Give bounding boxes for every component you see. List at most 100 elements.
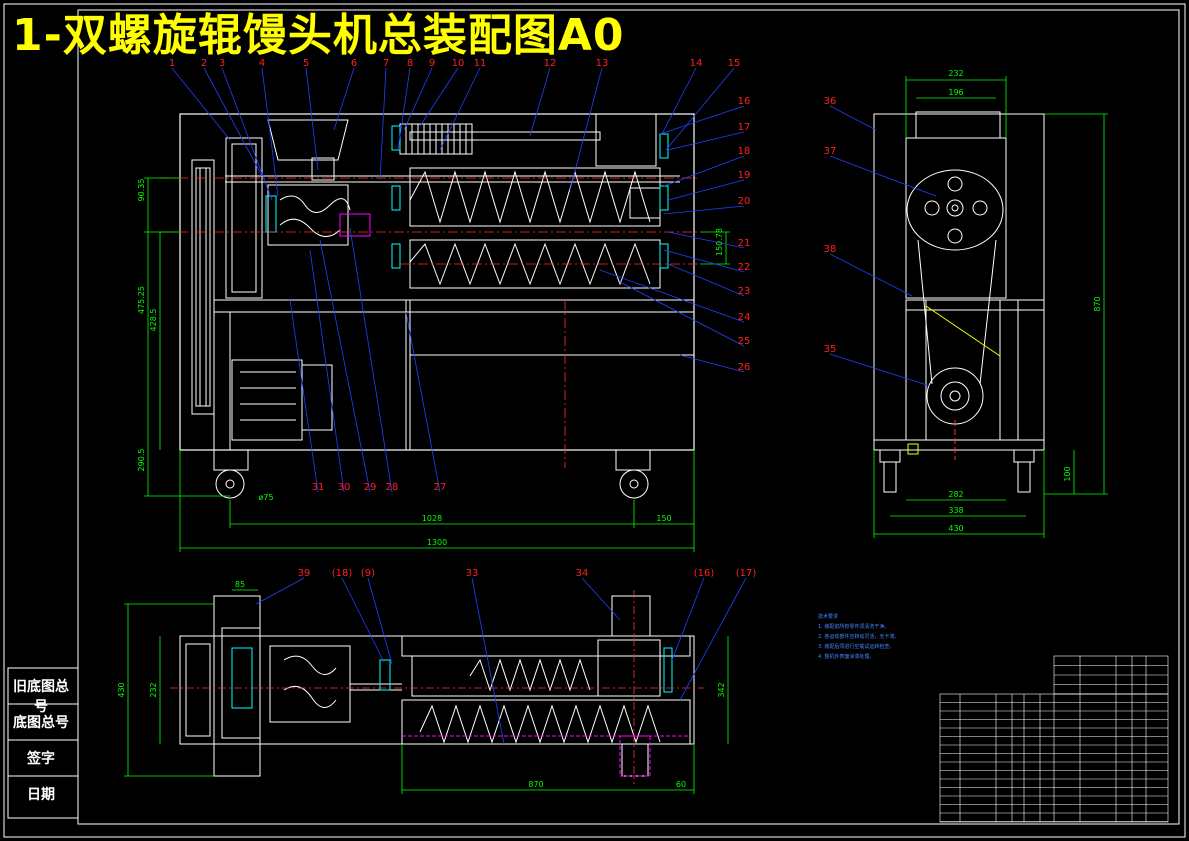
part-label-29: 29 bbox=[364, 482, 377, 493]
side-view bbox=[873, 111, 1045, 493]
plan-label-0-leader bbox=[255, 577, 305, 605]
part-label-11-leader bbox=[439, 67, 481, 151]
side-yellow-box bbox=[907, 443, 919, 455]
part-label-2-leader bbox=[203, 67, 263, 177]
side-block-frame bbox=[7, 667, 79, 819]
dim-front-h3: 290.5 bbox=[137, 449, 146, 472]
part-label-30-leader bbox=[309, 249, 345, 493]
dim-side-h1: 870 bbox=[1093, 296, 1102, 311]
plan-dimensions bbox=[124, 589, 729, 794]
plan-label-1: (18) bbox=[332, 568, 353, 579]
part-label-35-leader bbox=[829, 353, 931, 387]
part-label-37-leader bbox=[829, 155, 937, 197]
technical-notes: 技术要求 1. 装配前所有零件须清洗干净。 2. 各运动部件应转动灵活，无卡滞。… bbox=[818, 612, 899, 662]
part-label-15: 15 bbox=[728, 58, 741, 69]
part-label-10: 10 bbox=[452, 58, 465, 69]
part-label-24-leader bbox=[599, 269, 745, 323]
dim-side-w2: 196 bbox=[948, 88, 963, 97]
dim-side-w3: 282 bbox=[948, 490, 963, 499]
inner-border bbox=[77, 9, 1180, 825]
part-label-36-leader bbox=[829, 105, 877, 131]
part-label-18-leader bbox=[663, 155, 745, 187]
part-label-1: 1 bbox=[169, 58, 175, 69]
part-label-10-leader bbox=[419, 67, 459, 127]
part-label-27-leader bbox=[405, 311, 441, 493]
dim-side-w1: 232 bbox=[948, 69, 963, 78]
plan-label-2-leader bbox=[367, 577, 393, 665]
plan-label-3-leader bbox=[471, 577, 505, 745]
part-label-4: 4 bbox=[259, 58, 265, 69]
part-label-29-leader bbox=[319, 239, 371, 493]
part-label-7-leader bbox=[379, 67, 387, 181]
plan-magenta bbox=[402, 735, 690, 777]
plan-label-2: (9) bbox=[361, 568, 375, 579]
part-label-26: 26 bbox=[738, 362, 751, 373]
note-2: 2. 各运动部件应转动灵活，无卡滞。 bbox=[818, 634, 900, 640]
part-label-9: 9 bbox=[429, 58, 435, 69]
drawing-title: 1-双螺旋辊馒头机总装配图A0 bbox=[12, 10, 625, 61]
plan-cyan bbox=[231, 647, 673, 709]
part-label-3-leader bbox=[221, 67, 273, 201]
part-label-16: 16 bbox=[738, 96, 751, 107]
plan-label-6: (17) bbox=[736, 568, 757, 579]
side-dimensions bbox=[873, 76, 1108, 538]
note-0: 技术要求 bbox=[818, 614, 839, 620]
part-label-28: 28 bbox=[386, 482, 399, 493]
plan-label-5-leader bbox=[671, 577, 705, 661]
part-label-24: 24 bbox=[738, 312, 751, 323]
front-dimensions bbox=[144, 177, 730, 552]
outer-border bbox=[3, 3, 1186, 838]
plan-label-4-leader bbox=[581, 577, 621, 621]
part-label-27: 27 bbox=[434, 482, 447, 493]
date-label: 日期 bbox=[27, 787, 55, 803]
part-label-2: 2 bbox=[201, 58, 207, 69]
part-label-5-leader bbox=[305, 67, 319, 171]
part-label-4-leader bbox=[261, 67, 279, 197]
dim-front-v1: 90.35 bbox=[137, 179, 146, 202]
plan-label-4: 34 bbox=[576, 568, 589, 579]
part-label-9-leader bbox=[403, 67, 433, 131]
part-label-21-leader bbox=[667, 231, 745, 249]
part-label-23: 23 bbox=[738, 286, 751, 297]
part-label-13-leader bbox=[569, 67, 603, 191]
front-view bbox=[160, 113, 700, 499]
part-label-38: 38 bbox=[824, 244, 837, 255]
part-label-6-leader bbox=[333, 67, 355, 131]
dim-plan-w2: 870 bbox=[528, 780, 543, 789]
note-3: 3. 装配后须进行空载试运转检查。 bbox=[818, 644, 895, 650]
part-label-36: 36 bbox=[824, 96, 837, 107]
part-label-20: 20 bbox=[738, 196, 751, 207]
part-label-19-leader bbox=[667, 179, 745, 201]
part-label-6: 6 bbox=[351, 58, 357, 69]
part-label-12: 12 bbox=[544, 58, 557, 69]
part-label-25: 25 bbox=[738, 336, 751, 347]
note-1: 1. 装配前所有零件须清洗干净。 bbox=[818, 624, 890, 630]
part-label-19: 19 bbox=[738, 170, 751, 181]
part-label-25-leader bbox=[619, 281, 745, 347]
part-label-22-leader bbox=[663, 249, 745, 273]
dim-front-1028: 1028 bbox=[422, 514, 442, 523]
part-label-1-leader bbox=[171, 67, 231, 141]
part-label-20-leader bbox=[663, 205, 745, 215]
dim-side-h2: 100 bbox=[1063, 466, 1072, 481]
old-drawing-no-label: 旧底图总号 bbox=[13, 679, 69, 715]
part-label-22: 22 bbox=[738, 262, 751, 273]
part-label-31-leader bbox=[289, 299, 319, 493]
part-label-38-leader bbox=[829, 253, 913, 297]
dim-front-h2: 428.5 bbox=[149, 309, 158, 332]
dim-plan-h3: 342 bbox=[717, 682, 726, 697]
part-label-7: 7 bbox=[383, 58, 389, 69]
part-label-3: 3 bbox=[219, 58, 225, 69]
part-label-15-leader bbox=[665, 67, 735, 151]
part-label-17: 17 bbox=[738, 122, 751, 133]
part-label-14: 14 bbox=[690, 58, 703, 69]
part-label-23-leader bbox=[667, 263, 745, 297]
part-label-8-leader bbox=[397, 67, 411, 151]
part-label-8: 8 bbox=[407, 58, 413, 69]
plan-label-6-leader bbox=[679, 577, 747, 701]
dim-side-w4: 338 bbox=[948, 506, 963, 515]
part-label-37: 37 bbox=[824, 146, 837, 157]
dim-front-h1: 475.25 bbox=[137, 286, 146, 314]
plan-label-3: 33 bbox=[466, 568, 479, 579]
